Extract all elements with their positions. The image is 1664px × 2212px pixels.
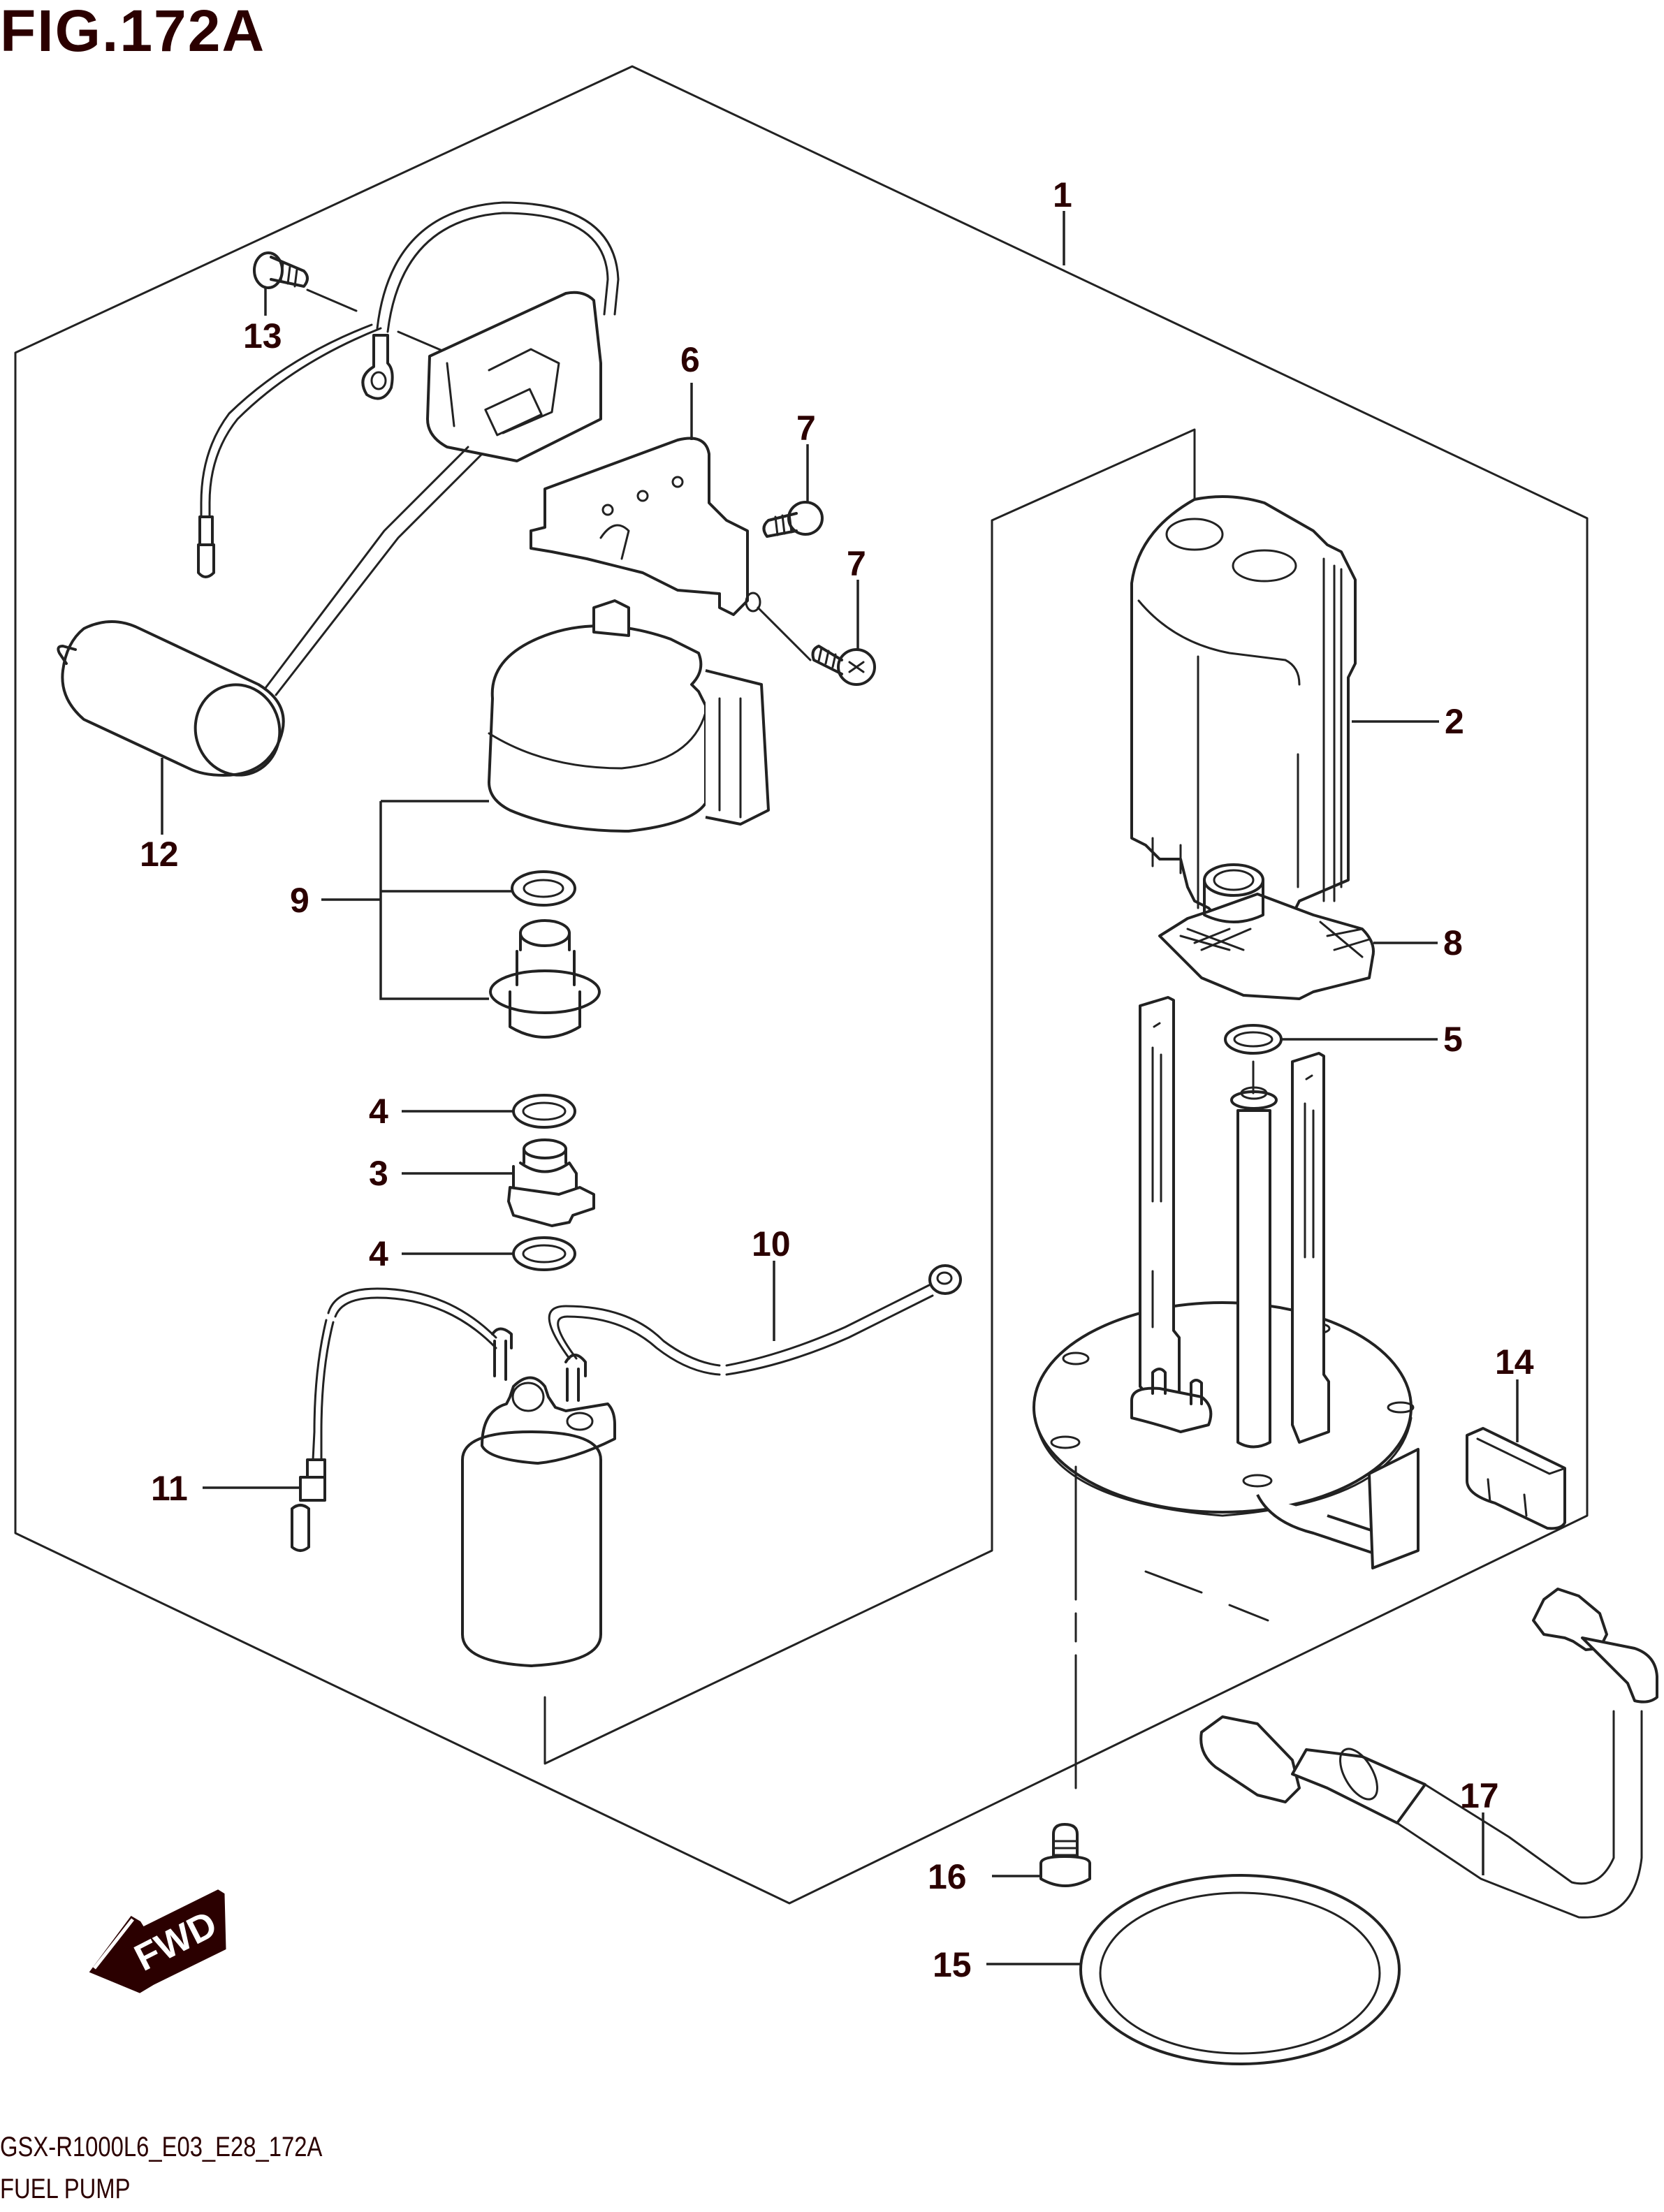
callout-2: 2: [1445, 702, 1464, 741]
part-9-o-ring[interactable]: [511, 870, 576, 907]
callout-4-lower: 4: [369, 1234, 388, 1273]
part-13-screw[interactable]: [253, 251, 309, 289]
assembly-boundary-outer: [14, 65, 1589, 1905]
part-7-screw-upper[interactable]: [762, 501, 824, 538]
leader-9-bracket: [321, 800, 513, 1000]
part-16-bolt[interactable]: [1039, 1823, 1091, 1887]
callout-7-upper: 7: [796, 409, 816, 448]
part-17-fuel-hose[interactable]: [1144, 1570, 1658, 1919]
fwd-arrow-icon: FWD: [89, 1889, 226, 1993]
section-name: FUEL PUMP: [0, 2174, 131, 2204]
callout-1: 1: [1053, 175, 1072, 214]
part-10-lead-wire[interactable]: [548, 1264, 962, 1402]
part-9-filter-cover[interactable]: [488, 599, 770, 833]
callout-10: 10: [752, 1224, 791, 1264]
part-8-fuel-filter[interactable]: [1158, 863, 1375, 1000]
callout-17: 17: [1460, 1776, 1499, 1815]
dash-line-13: [306, 288, 448, 354]
callout-6: 6: [680, 340, 700, 379]
part-14-cushion[interactable]: [1466, 1427, 1566, 1530]
callout-4-upper: 4: [369, 1092, 388, 1131]
callout-3: 3: [369, 1154, 388, 1193]
part-11-lead-wire[interactable]: [291, 1287, 513, 1552]
part-15-gasket[interactable]: [1079, 1874, 1401, 2065]
part-9-regulator[interactable]: [489, 919, 601, 1039]
callout-13: 13: [243, 316, 282, 356]
callout-14: 14: [1495, 1342, 1534, 1382]
figure-title: FIG.172A: [0, 0, 266, 64]
callout-16: 16: [928, 1857, 967, 1896]
callout-12: 12: [140, 835, 179, 874]
callout-7-lower: 7: [847, 544, 866, 583]
model-code: GSX-R1000L6_E03_E28_172A: [0, 2132, 323, 2162]
callout-11: 11: [151, 1469, 188, 1508]
part-3-pressure-regulator[interactable]: [507, 1138, 595, 1227]
part-4-o-ring-upper[interactable]: [512, 1094, 576, 1129]
part-5-o-ring[interactable]: [1224, 1024, 1283, 1055]
callout-9: 9: [290, 881, 309, 920]
callout-8: 8: [1443, 923, 1463, 962]
part-4-o-ring-lower[interactable]: [512, 1236, 576, 1271]
part-2-pump-case[interactable]: [1130, 495, 1357, 922]
callout-5: 5: [1443, 1020, 1463, 1059]
fuel-pump-motor[interactable]: [461, 1376, 616, 1667]
callout-15: 15: [933, 1945, 972, 1984]
part-7-screw-lower[interactable]: [757, 606, 876, 686]
fuel-pump-base-plate[interactable]: [1032, 996, 1419, 1569]
part-12-fuel-level-gauge[interactable]: [57, 201, 620, 784]
part-6-bracket[interactable]: [530, 437, 761, 616]
